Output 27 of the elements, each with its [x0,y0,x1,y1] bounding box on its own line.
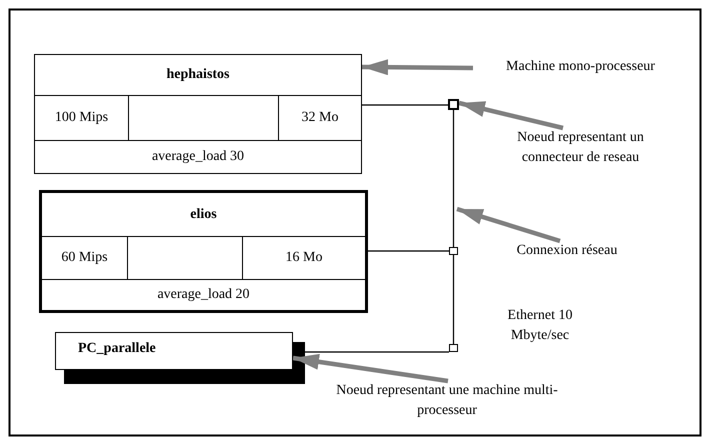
annotation-text: Machine mono-processeur [473,57,688,79]
annotation-text: Noeud representant une machine multi-processeur [322,381,572,425]
pointer-arrow [458,100,564,130]
pointer-arrow [456,206,561,244]
network-line [452,255,454,344]
annotation-text: Noeud representant un connecteur de reseau [493,128,668,172]
cell-text: 60 Mips [61,250,108,266]
annotation-text: Connexion réseau [492,241,642,263]
network-line [452,110,454,247]
machine-table [34,54,362,174]
connector-square [449,247,458,255]
pointer-arrow [362,59,474,76]
connector-square [449,344,458,352]
cell-text: average_load 30 [152,149,244,165]
connector-square [448,99,459,110]
pointer-arrow [292,354,448,384]
cell-text: 32 Mo [302,110,338,126]
network-label: Ethernet 10 Mbyte/sec [506,307,574,346]
machine-name: elios [190,206,217,222]
cell-text: 100 Mips [54,110,108,126]
network-line [362,104,448,106]
machine-box: PC_parallele [55,332,293,370]
machine-name: hephaistos [166,67,230,83]
network-line [368,250,449,252]
machine-table [39,190,368,313]
cell-text: 16 Mo [286,250,322,266]
cell-text: average_load 20 [157,287,250,303]
